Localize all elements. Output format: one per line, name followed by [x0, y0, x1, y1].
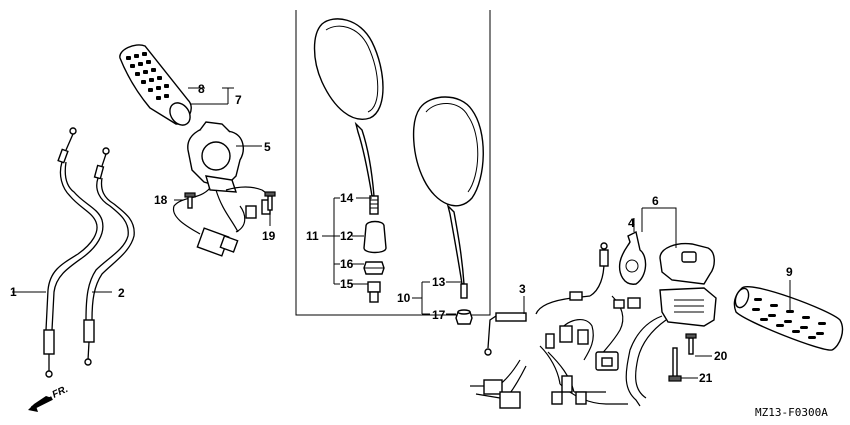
callout-18: 18	[154, 193, 168, 207]
callout-11: 11	[306, 229, 319, 243]
callout-19: 19	[262, 229, 276, 243]
callout-20: 20	[714, 349, 728, 363]
callout-3: 3	[519, 282, 526, 296]
throttle-cable-1[interactable]	[43, 127, 104, 378]
screw-20[interactable]	[685, 333, 697, 355]
front-direction-arrow-icon	[28, 396, 53, 412]
callout-6: 6	[652, 194, 659, 208]
callout-21: 21	[699, 371, 713, 385]
drawing-code: MZ13-F0300A	[755, 406, 828, 419]
left-switch-connector[interactable]	[196, 227, 239, 257]
callout-16: 16	[340, 257, 354, 271]
right-switch-harness[interactable]	[470, 295, 667, 409]
harness-clip	[245, 205, 257, 219]
callout-14: 14	[340, 191, 354, 205]
throttle-cable-2[interactable]	[83, 147, 135, 366]
left-switch-harness	[172, 187, 239, 235]
throttle-grip-part[interactable]	[119, 44, 194, 129]
mirror-boot-12[interactable]	[363, 220, 387, 254]
left-mirror-part[interactable]	[313, 18, 384, 215]
callout-15: 15	[340, 277, 354, 291]
mirror-group-frame	[295, 10, 491, 316]
adapter-15[interactable]	[367, 281, 381, 303]
screw-18[interactable]	[184, 192, 196, 209]
callout-9: 9	[786, 265, 793, 279]
callout-12: 12	[340, 229, 354, 243]
screw-21[interactable]	[668, 347, 682, 382]
nut-17[interactable]	[455, 309, 473, 325]
callout-2: 2	[118, 286, 125, 300]
callout-17: 17	[432, 308, 446, 322]
callout-13: 13	[432, 275, 446, 289]
callout-5: 5	[264, 140, 271, 154]
callout-10: 10	[397, 291, 411, 305]
right-mirror-part[interactable]	[412, 96, 484, 299]
nut-16[interactable]	[363, 261, 385, 275]
direction-label: FR.	[51, 384, 70, 401]
screw-19[interactable]	[264, 191, 276, 211]
callout-1: 1	[10, 285, 17, 299]
switch-cable-3[interactable]	[484, 242, 609, 356]
callout-4: 4	[628, 216, 635, 230]
switch-plate-4[interactable]	[618, 230, 647, 285]
right-grip-part[interactable]	[733, 286, 844, 351]
callout-8: 8	[198, 82, 205, 96]
callout-7: 7	[235, 93, 242, 107]
left-switch-housing-part[interactable]	[187, 121, 244, 193]
right-switch-housing-part[interactable]	[659, 242, 717, 327]
